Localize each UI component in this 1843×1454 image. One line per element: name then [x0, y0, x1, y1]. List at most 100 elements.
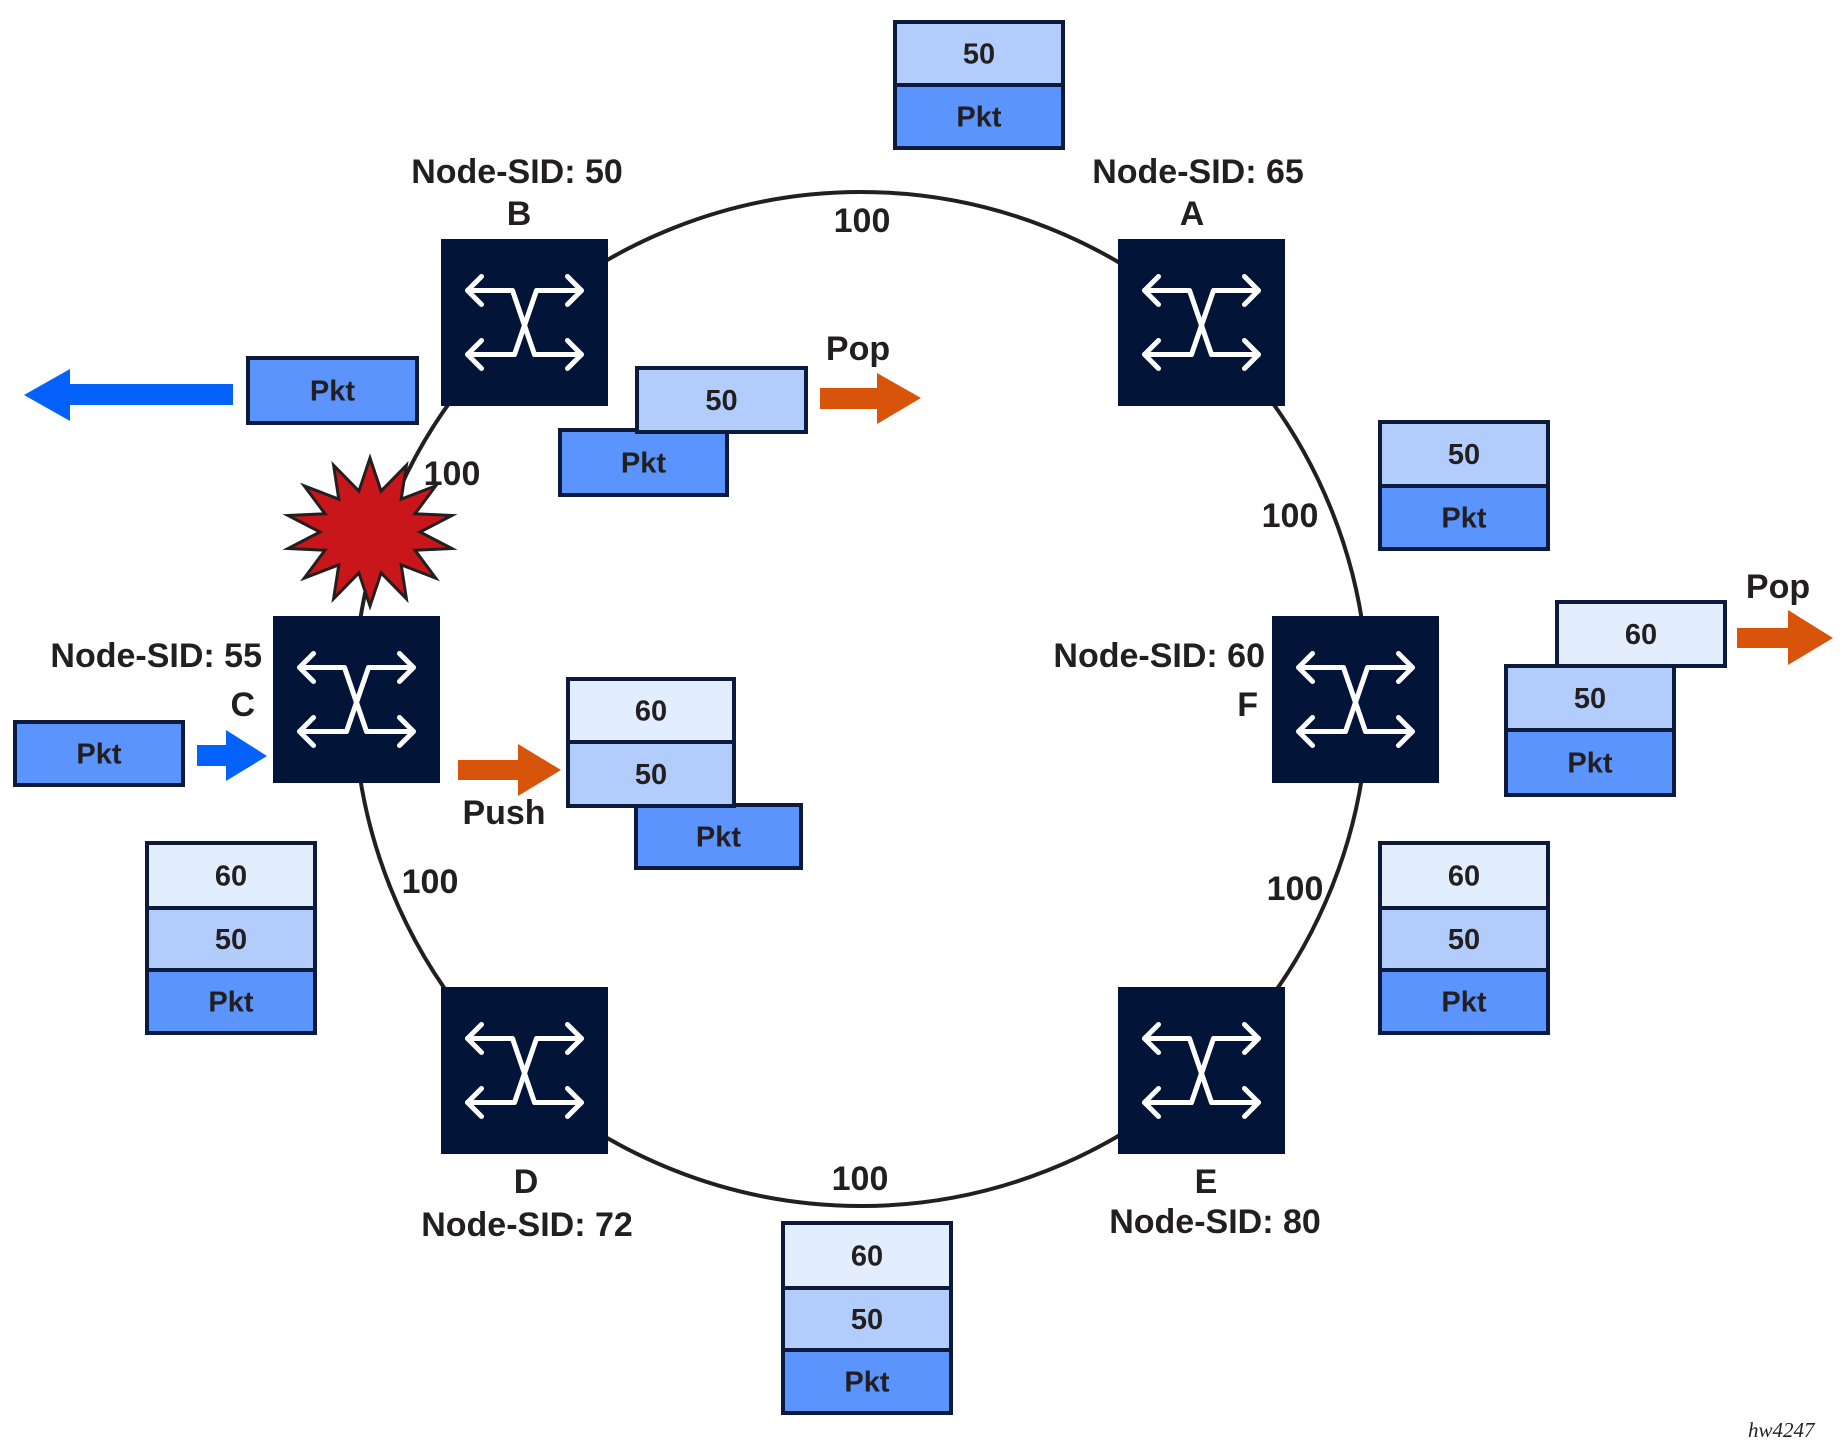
cell-text: 60: [215, 861, 247, 893]
label-stack-link-d-e: Pkt 50 60: [781, 1221, 953, 1415]
label-stack-link-c-d: Pkt 50 60: [145, 841, 317, 1035]
label-stacks: PktPktPkt5060Pkt5060Pkt5060Pkt5060Pkt506…: [13, 20, 1727, 1415]
node-b-letter: B: [507, 195, 532, 233]
cell-text: Pkt: [208, 987, 253, 1019]
pop-arrow-f: [1737, 610, 1833, 665]
cell-text: 60: [635, 696, 667, 728]
sid-label-cell: 50: [893, 20, 1065, 87]
cell-text: 60: [1625, 619, 1657, 651]
router-switch-icon: [297, 651, 416, 748]
packet-cell: Pkt: [634, 803, 803, 870]
node-a-sid-label: Node-SID: 65: [1092, 153, 1304, 191]
sid-label-cell: 50: [1504, 664, 1676, 732]
nodes: [273, 239, 1439, 1154]
cell-text: Pkt: [1441, 503, 1486, 535]
node-e-sid-label: Node-SID: 80: [1109, 1203, 1321, 1241]
router-switch-icon: [465, 274, 584, 371]
packet-cell: Pkt: [13, 720, 185, 787]
sid-label-cell: 50: [1378, 420, 1550, 488]
sid-label-cell: 60: [1555, 600, 1727, 668]
node-c[interactable]: [273, 616, 440, 783]
cell-text: 50: [215, 924, 247, 956]
node-a-letter: A: [1180, 195, 1205, 233]
cell-text: Pkt: [956, 102, 1001, 134]
packet-cell: Pkt: [1378, 968, 1550, 1035]
node-e-letter: E: [1195, 1163, 1218, 1201]
pop-arrow-b: [820, 373, 921, 424]
node-d[interactable]: [441, 987, 608, 1154]
node-c-letter: C: [230, 686, 255, 724]
cell-text: 50: [1574, 683, 1606, 715]
pop-label-f: Pop: [1746, 568, 1810, 606]
node-d-sid-label: Node-SID: 72: [421, 1206, 633, 1244]
push-label: Push: [462, 794, 545, 832]
label-stack-egress-b: Pkt: [246, 356, 419, 425]
push-arrow: [458, 744, 561, 796]
node-b-sid-label: Node-SID: 50: [411, 153, 623, 191]
router-switch-icon: [1142, 1022, 1261, 1119]
cell-text: 50: [1448, 439, 1480, 471]
label-stack-link-e-f: Pkt 50 60: [1378, 841, 1550, 1035]
explosion-icon: [282, 453, 458, 611]
router-switch-icon: [465, 1022, 584, 1119]
router-switch-icon: [1296, 651, 1415, 748]
sid-label-cell: 60: [566, 677, 736, 744]
cell-text: Pkt: [621, 448, 666, 480]
sid-label-cell: 50: [781, 1286, 953, 1352]
packet-cell: Pkt: [558, 428, 729, 497]
sid-label-cell: 50: [1378, 906, 1550, 972]
packet-cell: Pkt: [246, 356, 419, 425]
link-metrics: 100 100 100 100 100 100: [402, 202, 1324, 1198]
sid-label-cell: 60: [781, 1221, 953, 1290]
cell-text: Pkt: [76, 739, 121, 771]
sid-label-cell: 50: [635, 366, 808, 434]
cell-text: Pkt: [696, 822, 741, 854]
node-f[interactable]: [1272, 616, 1439, 783]
label-stack-popped-at-b: Pkt 50: [558, 366, 808, 497]
node-d-letter: D: [514, 1163, 539, 1201]
arrows: [24, 369, 1833, 796]
packet-cell: Pkt: [1378, 484, 1550, 551]
label-stack-ingress-c: Pkt: [13, 720, 185, 787]
node-labels: Node-SID: 50 B Node-SID: 65 A Node-SID: …: [50, 153, 1320, 1244]
action-labels: Push Pop Pop: [462, 330, 1810, 832]
cell-text: 60: [851, 1241, 883, 1273]
sid-label-cell: 60: [1378, 841, 1550, 910]
link-metric-f-e: 100: [1267, 870, 1324, 908]
cell-text: 50: [1448, 924, 1480, 956]
cell-text: Pkt: [310, 376, 355, 408]
link-metric-b-a: 100: [834, 202, 891, 240]
label-stack-link-f-a: Pkt 50: [1378, 420, 1550, 551]
packet-cell: Pkt: [781, 1348, 953, 1415]
node-f-sid-label: Node-SID: 60: [1053, 637, 1265, 675]
egress-arrow-left: [24, 369, 233, 421]
node-e[interactable]: [1118, 987, 1285, 1154]
node-a[interactable]: [1118, 239, 1285, 406]
node-c-sid-label: Node-SID: 55: [50, 637, 262, 675]
node-f-letter: F: [1237, 686, 1258, 724]
figure-id: hw4247: [1748, 1418, 1816, 1442]
cell-text: 50: [705, 385, 737, 417]
packet-cell: Pkt: [1504, 728, 1676, 797]
ingress-arrow-right: [197, 730, 267, 781]
cell-text: Pkt: [1441, 987, 1486, 1019]
router-switch-icon: [1142, 274, 1261, 371]
label-stack-link-a-b: Pkt 50: [893, 20, 1065, 150]
sid-label-cell: 50: [145, 906, 317, 972]
cell-text: 50: [635, 759, 667, 791]
cell-text: Pkt: [844, 1367, 889, 1399]
cell-text: 50: [963, 39, 995, 71]
sid-label-cell: 50: [566, 740, 736, 808]
cell-text: 50: [851, 1304, 883, 1336]
sid-label-cell: 60: [145, 841, 317, 910]
link-metric-d-c: 100: [402, 863, 459, 901]
packet-cell: Pkt: [145, 968, 317, 1035]
packet-cell: Pkt: [893, 83, 1065, 150]
link-metric-a-f: 100: [1262, 497, 1319, 535]
cell-text: Pkt: [1567, 748, 1612, 780]
link-metric-e-d: 100: [832, 1160, 889, 1198]
cell-text: 60: [1448, 861, 1480, 893]
label-stack-popped-at-f: Pkt 50 60: [1504, 600, 1727, 797]
node-b[interactable]: [441, 239, 608, 406]
